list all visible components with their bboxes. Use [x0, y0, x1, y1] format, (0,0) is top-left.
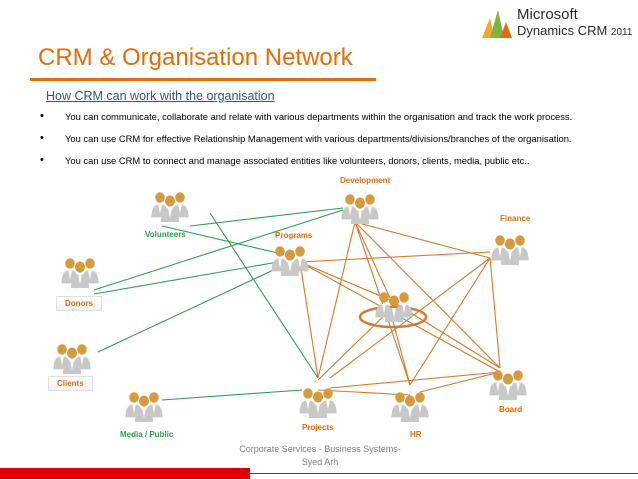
link-development-hr [354, 221, 411, 386]
link-finance-projects [329, 257, 491, 379]
link-programs-center [299, 261, 391, 301]
label-programs: Programs [275, 231, 313, 240]
link-board-hr [419, 371, 501, 393]
title-underline [30, 78, 376, 81]
logo-brand: Microsoft [517, 6, 578, 23]
label-projects: Projects [302, 423, 334, 432]
label-donors: Donors [56, 296, 102, 311]
board-group-icon [489, 370, 526, 400]
bullet-item: You can communicate, collaborate and rel… [34, 110, 572, 132]
link-board-projects [329, 371, 501, 389]
bottom-bar [0, 468, 638, 479]
label-finance: Finance [500, 214, 531, 223]
programs-group-icon [271, 246, 308, 276]
label-board: Board [499, 405, 523, 414]
bottom-bar-red-block [0, 468, 250, 479]
label-hr: HR [410, 430, 422, 439]
bottom-bar-line [250, 473, 638, 474]
green-links [93, 207, 344, 401]
bullet-item: You can use CRM for effective Relationsh… [34, 132, 572, 154]
link-center-projects [317, 309, 391, 381]
link-volunteers-projects [209, 212, 319, 379]
development-group-icon [341, 194, 378, 224]
link-donors-development [93, 209, 344, 291]
link-programs-finance [299, 251, 491, 263]
center-ring [358, 305, 428, 329]
finance-group-icon [491, 235, 528, 265]
link-development-projects [317, 221, 356, 379]
slide-title: CRM & Organisation Network [38, 44, 353, 71]
label-volunteers: Volunteers [145, 230, 186, 239]
link-development-center [354, 221, 391, 299]
microsoft-dynamics-crm-logo: Microsoft Dynamics CRM 2011 [480, 6, 635, 42]
media-public-group-icon [125, 392, 162, 422]
orange-links [299, 221, 501, 396]
link-development-finance [354, 221, 491, 259]
link-finance-board [489, 257, 501, 369]
link-programs-projects [299, 261, 319, 379]
donors-group-icon [61, 258, 98, 288]
label-media-public: Media / Public [120, 430, 174, 439]
link-donors-programs [93, 261, 279, 295]
link-projects-hr [317, 389, 411, 396]
dynamics-logo-icon [482, 10, 512, 38]
hr-group-icon [391, 392, 428, 422]
volunteers-group-icon [151, 192, 188, 222]
projects-group-icon [299, 388, 336, 418]
footer-text: Corporate Services - Business Systems- S… [200, 443, 440, 469]
label-development: Development [340, 176, 391, 185]
bullet-item: You can use CRM to connect and manage as… [34, 154, 572, 176]
footer-line-2: Syed Arh [301, 457, 339, 467]
link-finance-hr [409, 257, 491, 386]
clients-group-icon [53, 344, 90, 374]
slide-subtitle: How CRM can work with the organisation [46, 89, 275, 103]
footer-line-1: Corporate Services - Business Systems- [239, 444, 401, 454]
link-volunteers-development [189, 207, 344, 227]
logo-product: Dynamics CRM 2011 [517, 23, 633, 38]
link-media-projects [161, 389, 303, 401]
link-volunteers-programs [161, 225, 279, 254]
link-clients-programs [97, 265, 283, 353]
link-development-board [354, 221, 501, 369]
bullet-list: You can communicate, collaborate and rel… [34, 110, 572, 176]
label-clients: Clients [48, 376, 93, 391]
link-center-hr [389, 309, 411, 386]
